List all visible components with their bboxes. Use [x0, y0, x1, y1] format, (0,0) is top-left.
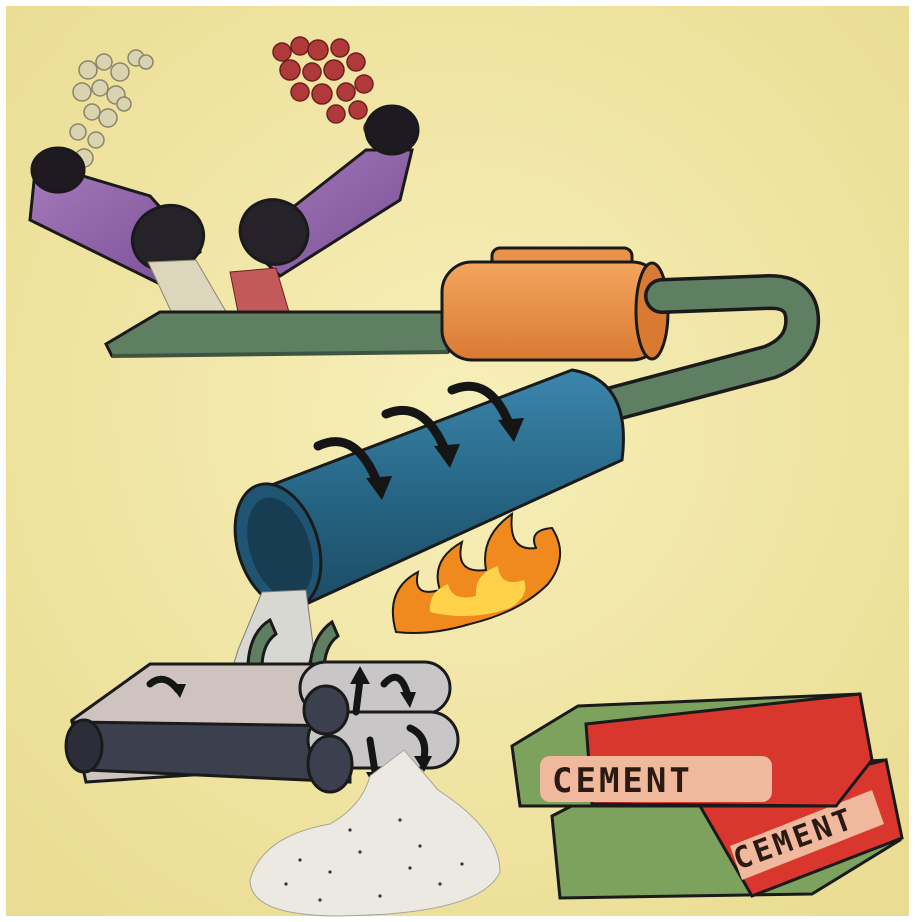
bag-top-label: CEMENT	[552, 761, 693, 801]
raw-mill	[442, 248, 668, 360]
raw-material-conveyor	[106, 312, 448, 356]
